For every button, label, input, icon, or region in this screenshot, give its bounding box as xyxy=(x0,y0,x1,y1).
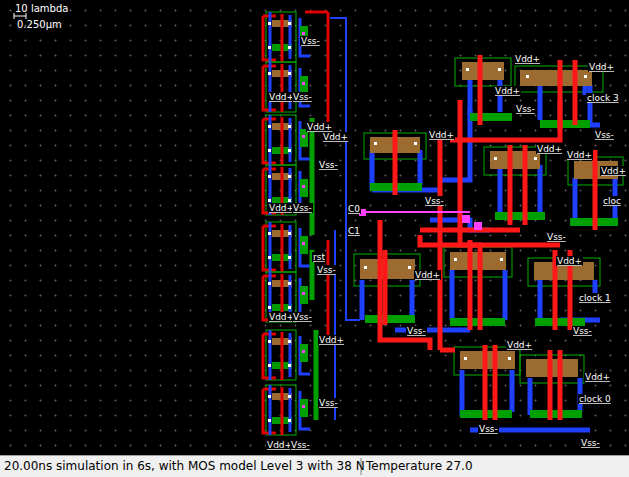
node-label: clock 3 xyxy=(586,93,620,103)
node-label: Vdd+ xyxy=(428,130,455,140)
node-label: Vss- xyxy=(424,196,445,206)
node-label: Vss- xyxy=(580,438,601,448)
node-label: Vss- xyxy=(572,326,593,336)
node-label: Vss- xyxy=(290,440,311,450)
status-text: Temperature 27.0 xyxy=(366,459,473,473)
node-label: Vss- xyxy=(292,203,313,213)
node-label: clock 1 xyxy=(578,293,612,303)
node-label: Vdd+ xyxy=(506,340,533,350)
node-label: Vdd+ xyxy=(536,144,563,154)
node-label: Vdd+ xyxy=(494,86,521,96)
node-label: Vdd+ xyxy=(600,166,627,176)
node-label: Vss- xyxy=(300,36,321,46)
node-label: Vdd+ xyxy=(514,54,541,64)
node-label: rst xyxy=(312,252,326,262)
layout-illustration xyxy=(0,0,629,455)
node-label: Vdd+ xyxy=(584,372,611,382)
node-label: Vss- xyxy=(546,232,567,242)
node-label: Vdd+ xyxy=(556,256,583,266)
node-label: Vdd+ xyxy=(588,62,615,72)
node-label: Vss- xyxy=(478,424,499,434)
node-label: Vss- xyxy=(318,160,339,170)
scale-label: 0.250µm xyxy=(16,19,63,30)
node-label: Vdd+ xyxy=(414,270,441,280)
node-label: Vdd+ xyxy=(318,335,345,345)
node-label: C1 xyxy=(347,226,361,236)
node-label: Vss- xyxy=(406,326,427,336)
node-label: Vdd+ xyxy=(322,132,349,142)
scale-label: 10 lambda xyxy=(14,3,69,14)
node-label: Vdd+ xyxy=(566,150,593,160)
node-label: Vss- xyxy=(292,92,313,102)
node-label: C0 xyxy=(347,204,361,214)
node-label: Vss- xyxy=(515,104,536,114)
node-label: Vdd+ xyxy=(306,122,333,132)
status-caption: 20.00ns simulation in 6s, with MOS model… xyxy=(4,459,365,473)
node-label: Vss- xyxy=(318,398,339,408)
node-label: cloc xyxy=(602,196,622,206)
node-label: clock 0 xyxy=(578,394,612,404)
node-label: Vss- xyxy=(292,312,313,322)
node-label: Vss- xyxy=(316,265,337,275)
node-label: Vss- xyxy=(594,130,615,140)
